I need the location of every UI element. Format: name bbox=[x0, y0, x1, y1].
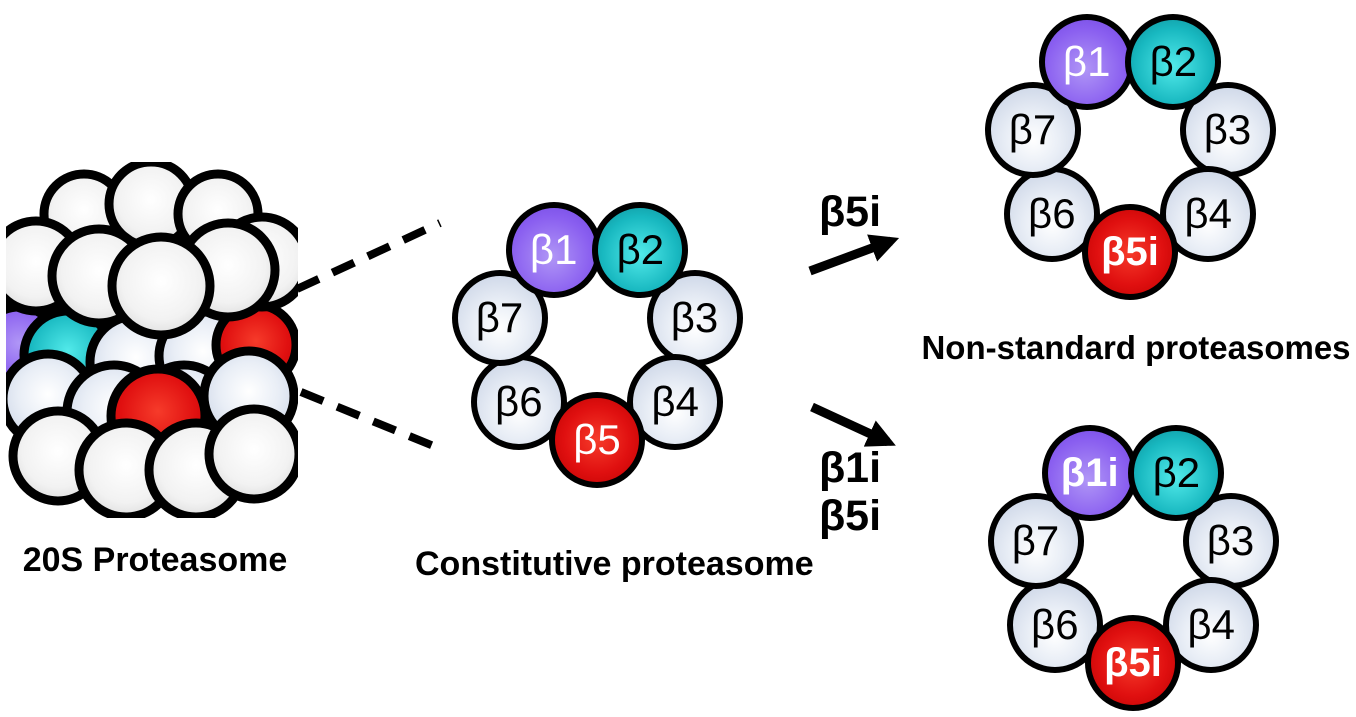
subunit-label: β3 bbox=[670, 293, 719, 341]
conversion-arrow-top bbox=[808, 234, 900, 276]
subunit-label: β3 bbox=[1203, 105, 1252, 153]
subunit-label: β6 bbox=[1031, 601, 1079, 649]
subunit-label: β6 bbox=[1028, 190, 1076, 238]
label-20s-proteasome: 20S Proteasome bbox=[22, 541, 288, 579]
subunit-b2: β2 bbox=[1128, 424, 1225, 521]
subunit-b5: β5 bbox=[549, 392, 645, 488]
subunit-b5i: β5i bbox=[1082, 204, 1178, 300]
label-arrow-bottom-b1i: β1i bbox=[818, 444, 882, 492]
subunit-label: β7 bbox=[1011, 516, 1060, 564]
subunit-label: β7 bbox=[475, 293, 524, 341]
subunit-b3: β3 bbox=[646, 269, 743, 366]
subunit-label: β4 bbox=[651, 378, 699, 426]
subunit-label: β2 bbox=[616, 225, 665, 273]
subunit-label: β1i bbox=[1060, 450, 1119, 495]
dashed-connector-top bbox=[295, 219, 442, 293]
proteasome-20s-graphic bbox=[6, 162, 298, 518]
label-non-standard-proteasomes: Non-standard proteasomes bbox=[921, 329, 1351, 366]
conversion-arrow-bottom bbox=[810, 402, 896, 447]
subunit-b2: β2 bbox=[1125, 13, 1222, 110]
dashed-connector-bottom bbox=[299, 388, 443, 453]
subunit-b5i: β5i bbox=[1085, 615, 1181, 711]
subunit-label: β5i bbox=[1104, 641, 1162, 685]
subunit-b7: β7 bbox=[984, 81, 1081, 178]
label-arrow-bottom: β1i β5i bbox=[810, 444, 890, 540]
subunit-b7: β7 bbox=[451, 269, 548, 366]
subunit-b1: β1 bbox=[1038, 13, 1135, 110]
subunit-label: β6 bbox=[495, 378, 543, 426]
subunit-label: β5 bbox=[573, 416, 621, 463]
label-arrow-bottom-b5i: β5i bbox=[818, 492, 882, 540]
subunit-label: β4 bbox=[1187, 601, 1235, 649]
subunit-label: β3 bbox=[1206, 516, 1255, 564]
alpha-sphere bbox=[204, 404, 298, 504]
subunit-label: β5i bbox=[1101, 230, 1159, 274]
subunit-b4: β4 bbox=[1160, 166, 1257, 263]
subunit-label: β7 bbox=[1008, 105, 1057, 153]
subunit-b7: β7 bbox=[987, 492, 1084, 589]
label-constitutive-proteasome: Constitutive proteasome bbox=[415, 545, 814, 583]
subunit-b4: β4 bbox=[627, 354, 724, 451]
subunit-label: β1 bbox=[529, 225, 578, 273]
label-arrow-top-b5i: β5i bbox=[818, 188, 882, 236]
subunit-label: β1 bbox=[1062, 37, 1111, 85]
alpha-sphere bbox=[107, 232, 215, 340]
subunit-b1: β1 bbox=[505, 201, 602, 298]
subunit-b2: β2 bbox=[592, 201, 689, 298]
subunit-label: β4 bbox=[1184, 190, 1232, 238]
subunit-label: β2 bbox=[1149, 37, 1198, 85]
subunit-label: β2 bbox=[1152, 448, 1201, 496]
subunit-b1i: β1i bbox=[1041, 424, 1138, 521]
